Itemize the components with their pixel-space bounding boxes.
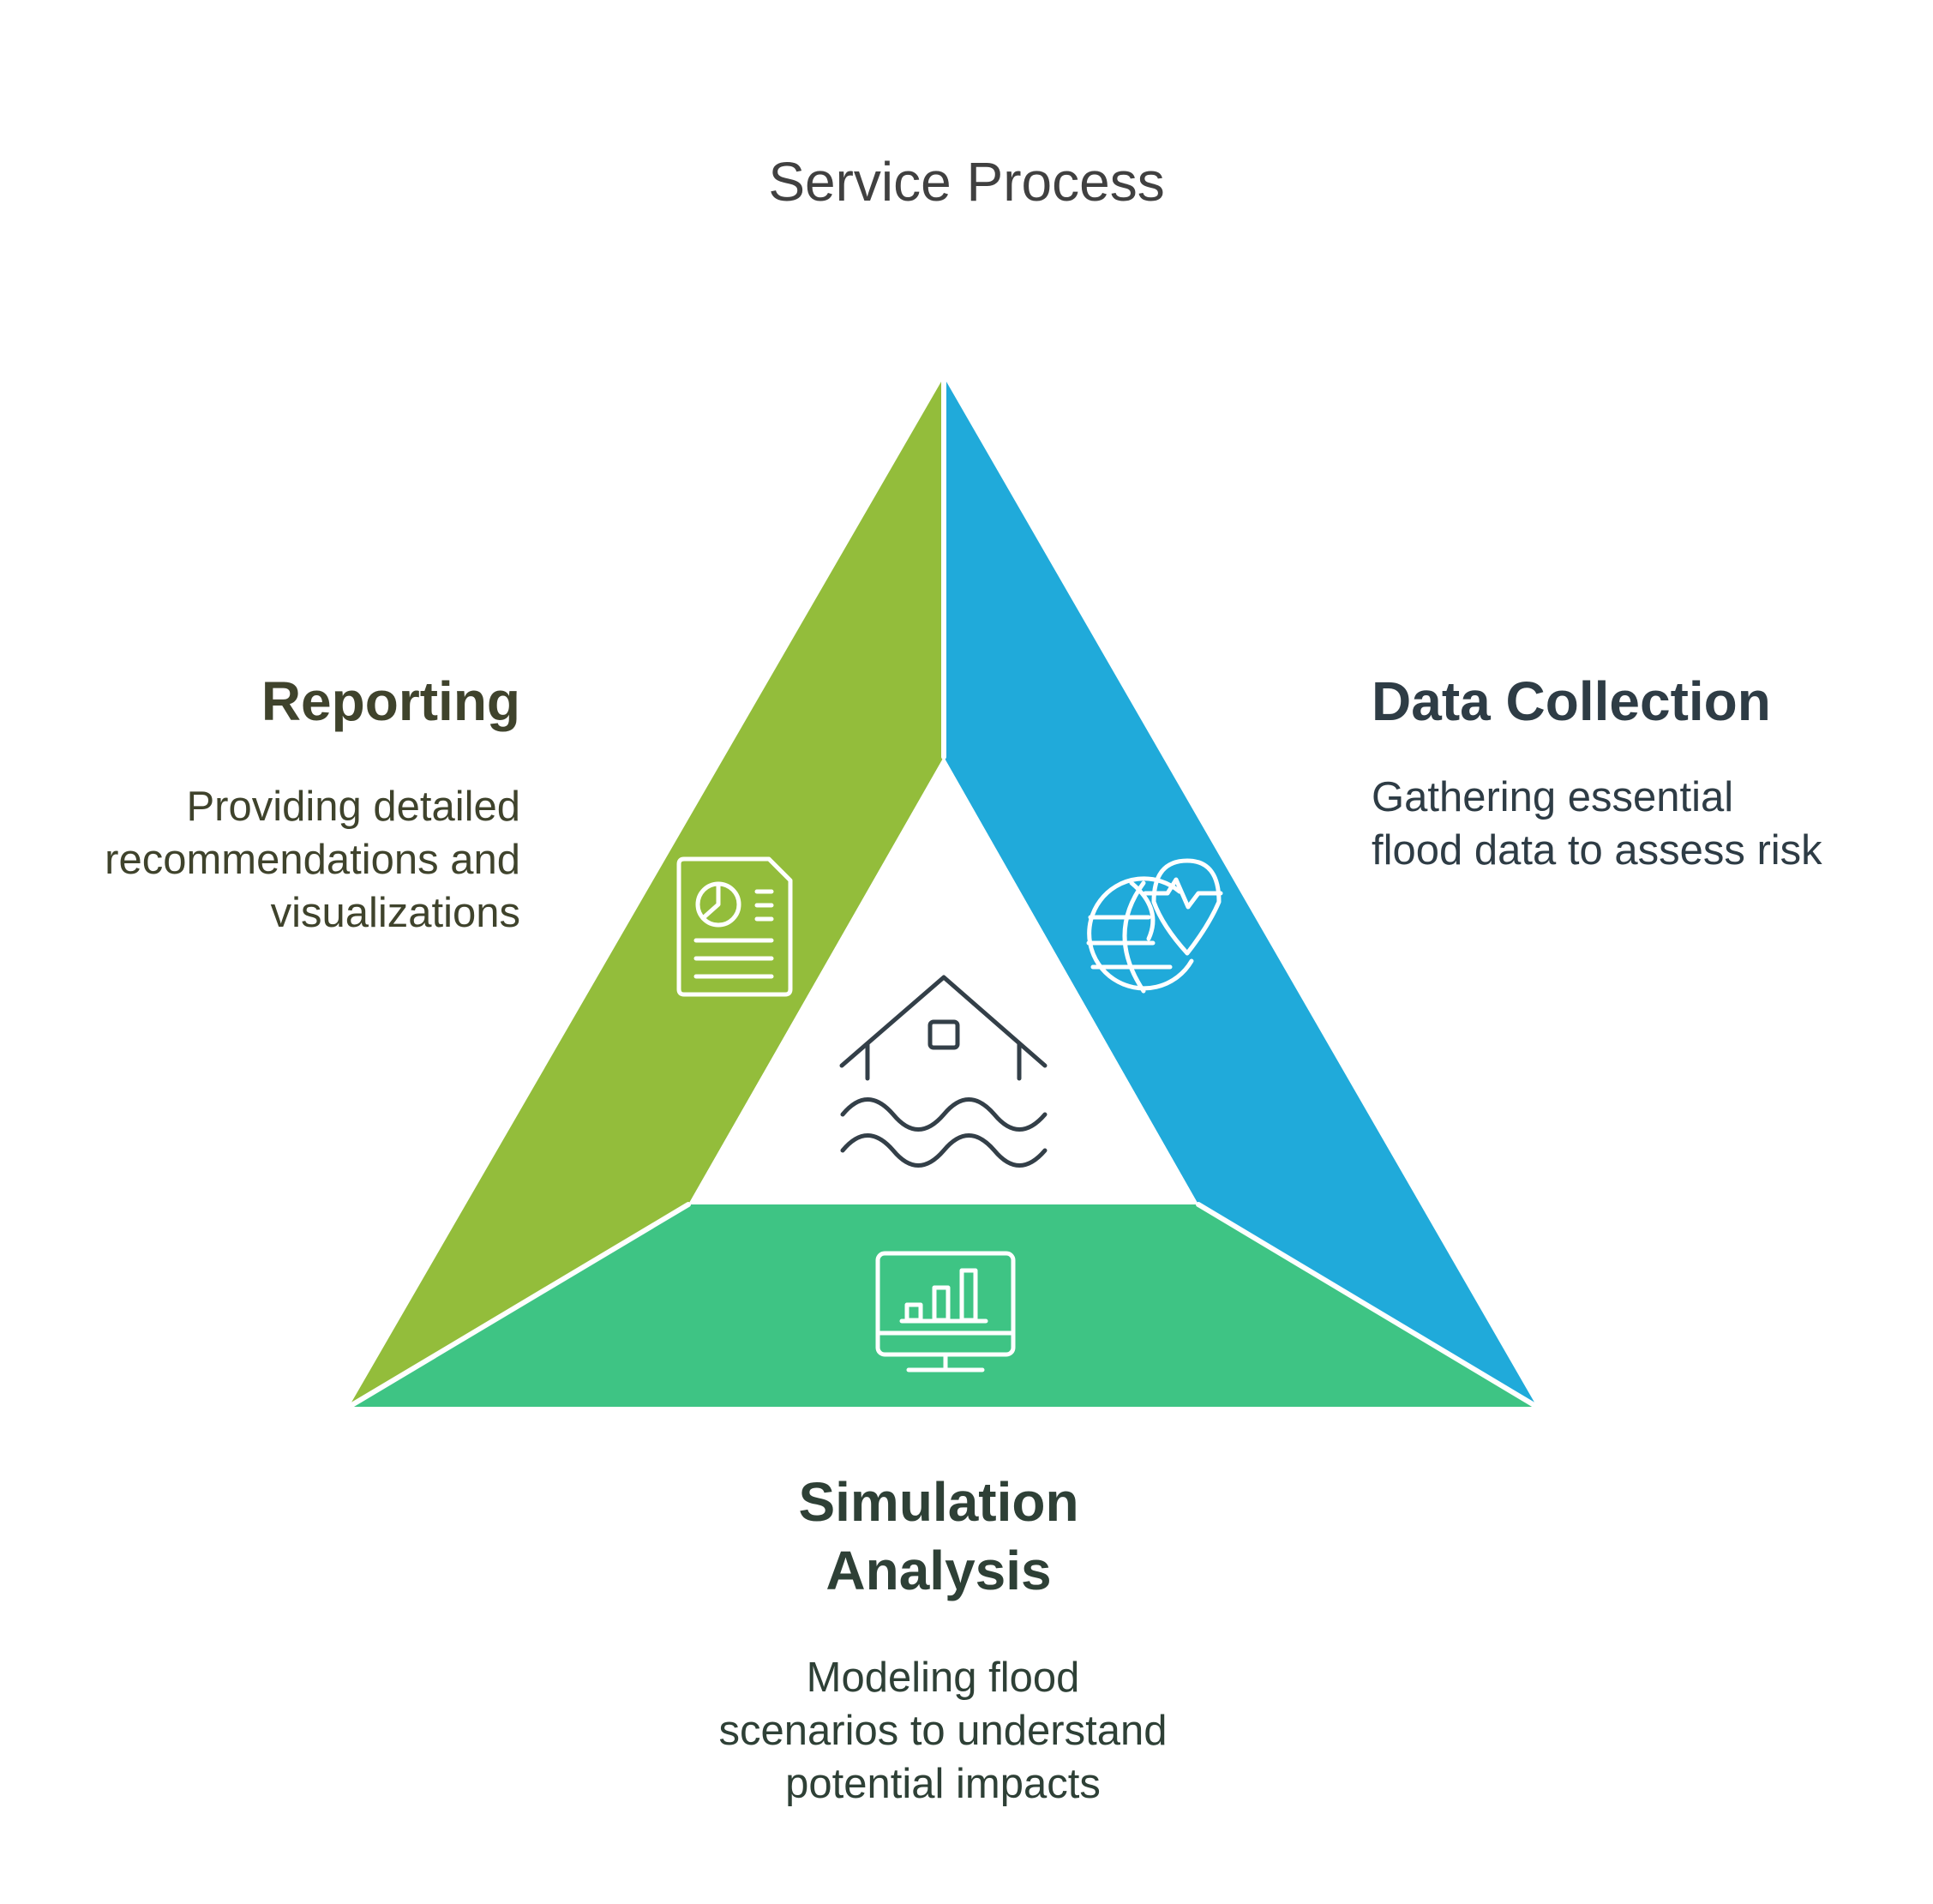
segment-data-collection (944, 377, 1537, 1407)
monitor-bar-chart-icon (875, 1251, 1016, 1372)
center-triangle (688, 757, 1198, 1204)
reporting-title: Reporting (261, 670, 520, 732)
diagram-title: Service Process (768, 151, 1165, 213)
globe-heartbeat-icon (1086, 858, 1223, 994)
simulation-analysis-description: Modeling flood scenarios to understand p… (718, 1655, 1168, 1807)
data-collection-description: Gathering essential flood data to assess… (1372, 774, 1822, 874)
pie-chart-report-icon (676, 856, 793, 997)
data-collection-title: Data Collection (1372, 670, 1771, 732)
segment-separators (346, 375, 1540, 1409)
flooded-house-icon (839, 975, 1048, 1168)
segment-simulation-analysis (349, 1204, 1537, 1407)
simulation-analysis-title: Simulation Analysis (798, 1471, 1079, 1601)
segment-reporting (349, 377, 944, 1407)
reporting-description: Providing detailed recommendations and v… (105, 784, 520, 936)
